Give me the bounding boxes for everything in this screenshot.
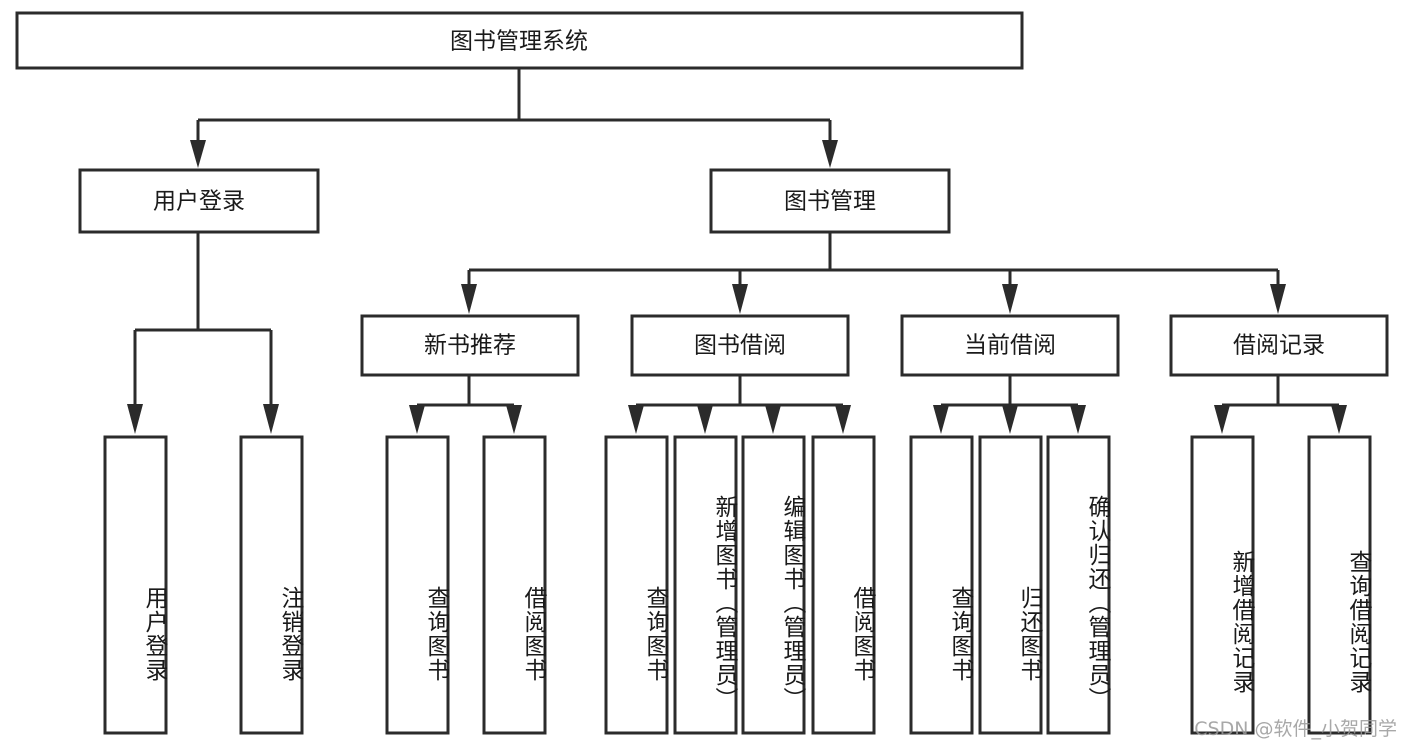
leaf-bookborrow-borrow-book[interactable] — [811, 435, 876, 735]
node-root-book-management-system[interactable] — [15, 11, 1024, 70]
arrow-currentborrow-leaf-1 — [933, 405, 949, 434]
arrow-currentborrow-leaf-2 — [1002, 405, 1018, 434]
arrow-newbook-leaf-2 — [506, 405, 522, 434]
arrow-bookborrow-leaf-4 — [835, 405, 851, 434]
arrow-bookborrow-leaf-3 — [765, 405, 781, 434]
arrow-userlogin-leaf-2 — [263, 404, 279, 434]
arrow-userlogin-leaf-1 — [127, 404, 143, 434]
node-layer: 图书管理系统 用户登录 图书管理 新书推荐 图书借阅 当前借阅 借阅记录 — [15, 11, 1389, 735]
arrow-to-current-borrow — [1002, 284, 1018, 314]
leaf-currentborrow-return-book[interactable] — [978, 435, 1043, 735]
leaf-user-login-logout[interactable] — [239, 435, 304, 735]
leaf-currentborrow-confirm-return[interactable] — [1046, 435, 1111, 735]
arrow-to-borrow-record — [1270, 284, 1286, 314]
node-new-book-recommend-label: 新书推荐 — [424, 333, 516, 359]
node-user-login-label: 用户登录 — [153, 189, 245, 215]
arrow-borrowrecord-leaf-2 — [1331, 405, 1347, 434]
arrow-bookborrow-leaf-2 — [697, 405, 713, 434]
leaf-newbook-query-book[interactable] — [385, 435, 450, 735]
arrow-to-user-login — [190, 140, 206, 168]
node-borrow-record-label: 借阅记录 — [1233, 333, 1325, 359]
node-current-borrow[interactable] — [900, 314, 1120, 377]
node-new-book-recommend[interactable] — [360, 314, 580, 377]
node-book-management[interactable] — [709, 168, 951, 234]
leaf-bookborrow-query-book[interactable] — [604, 435, 669, 735]
leaf-newbook-borrow-book[interactable] — [482, 435, 547, 735]
node-book-borrow[interactable] — [630, 314, 850, 377]
arrow-to-book-mgmt — [822, 140, 838, 168]
connector-layer — [127, 68, 1347, 434]
leaf-borrowrecord-add-record[interactable] — [1190, 435, 1255, 735]
node-user-login[interactable] — [78, 168, 320, 234]
leaf-bookborrow-add-book[interactable] — [673, 435, 738, 735]
arrow-newbook-leaf-1 — [409, 405, 425, 434]
leaf-bookborrow-edit-book[interactable] — [741, 435, 806, 735]
node-root-label: 图书管理系统 — [450, 29, 588, 55]
arrow-to-new-book-recommend — [461, 284, 477, 314]
node-borrow-record[interactable] — [1169, 314, 1389, 377]
arrow-to-book-borrow — [732, 284, 748, 314]
node-book-management-label: 图书管理 — [784, 189, 876, 215]
arrow-currentborrow-leaf-3 — [1070, 405, 1086, 434]
leaf-user-login-login[interactable] — [103, 435, 168, 735]
arrow-bookborrow-leaf-1 — [628, 405, 644, 434]
node-book-borrow-label: 图书借阅 — [694, 333, 786, 359]
node-current-borrow-label: 当前借阅 — [964, 333, 1056, 359]
leaf-currentborrow-query-book[interactable] — [909, 435, 974, 735]
arrow-borrowrecord-leaf-1 — [1214, 405, 1230, 434]
leaf-borrowrecord-query-record[interactable] — [1307, 435, 1372, 735]
